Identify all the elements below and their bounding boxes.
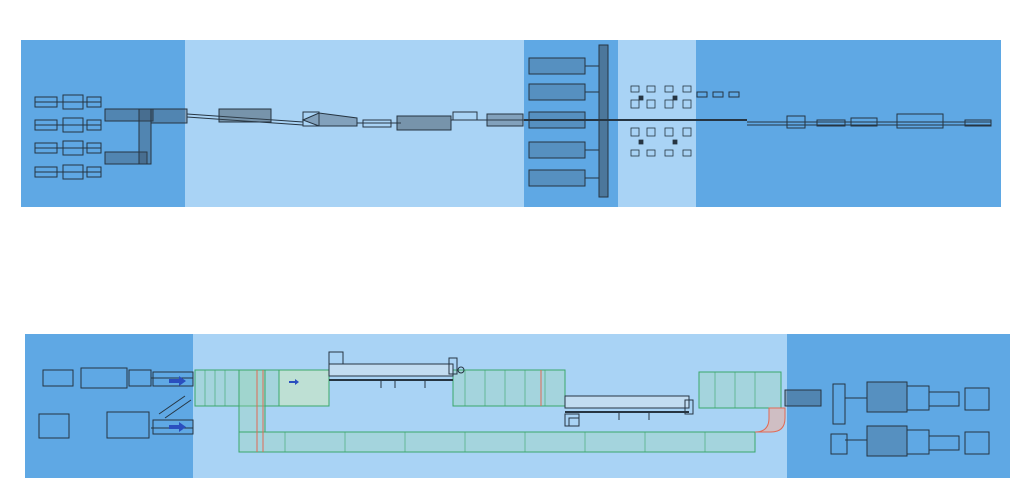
middle-conveyor — [452, 369, 566, 407]
arrow-right-icon — [289, 379, 299, 385]
conveyor-rollers — [204, 370, 756, 452]
process-machines — [328, 351, 694, 427]
entry-conveyor — [194, 369, 280, 407]
collector-conveyor — [104, 108, 188, 165]
red-markers — [256, 370, 542, 452]
infeed-zone — [25, 334, 193, 478]
outfeed-stackers — [784, 381, 990, 457]
output-zone — [696, 40, 1001, 207]
exit-conveyor — [698, 371, 782, 409]
bottom-line-drawing — [38, 351, 990, 457]
green-conveyors — [194, 369, 786, 453]
bottom-layout-panel — [25, 334, 1010, 478]
return-curve — [754, 407, 786, 433]
top-layout-panel — [21, 40, 1001, 207]
return-riser-left — [238, 369, 266, 433]
output-conveyor — [696, 91, 992, 129]
buffer-table — [278, 369, 330, 407]
top-line-drawing — [34, 44, 992, 198]
stacking-magazine — [524, 44, 621, 198]
arrow-right-icon — [169, 422, 186, 432]
transfer-conveyor — [186, 108, 524, 131]
return-conveyor — [238, 431, 756, 453]
arrow-right-icon — [169, 376, 186, 386]
robot-cell — [621, 85, 747, 157]
robot-cell-zone — [618, 40, 696, 207]
transfer-zone — [185, 40, 524, 207]
infeed-arrows — [169, 376, 186, 432]
loading-stations — [34, 94, 102, 180]
